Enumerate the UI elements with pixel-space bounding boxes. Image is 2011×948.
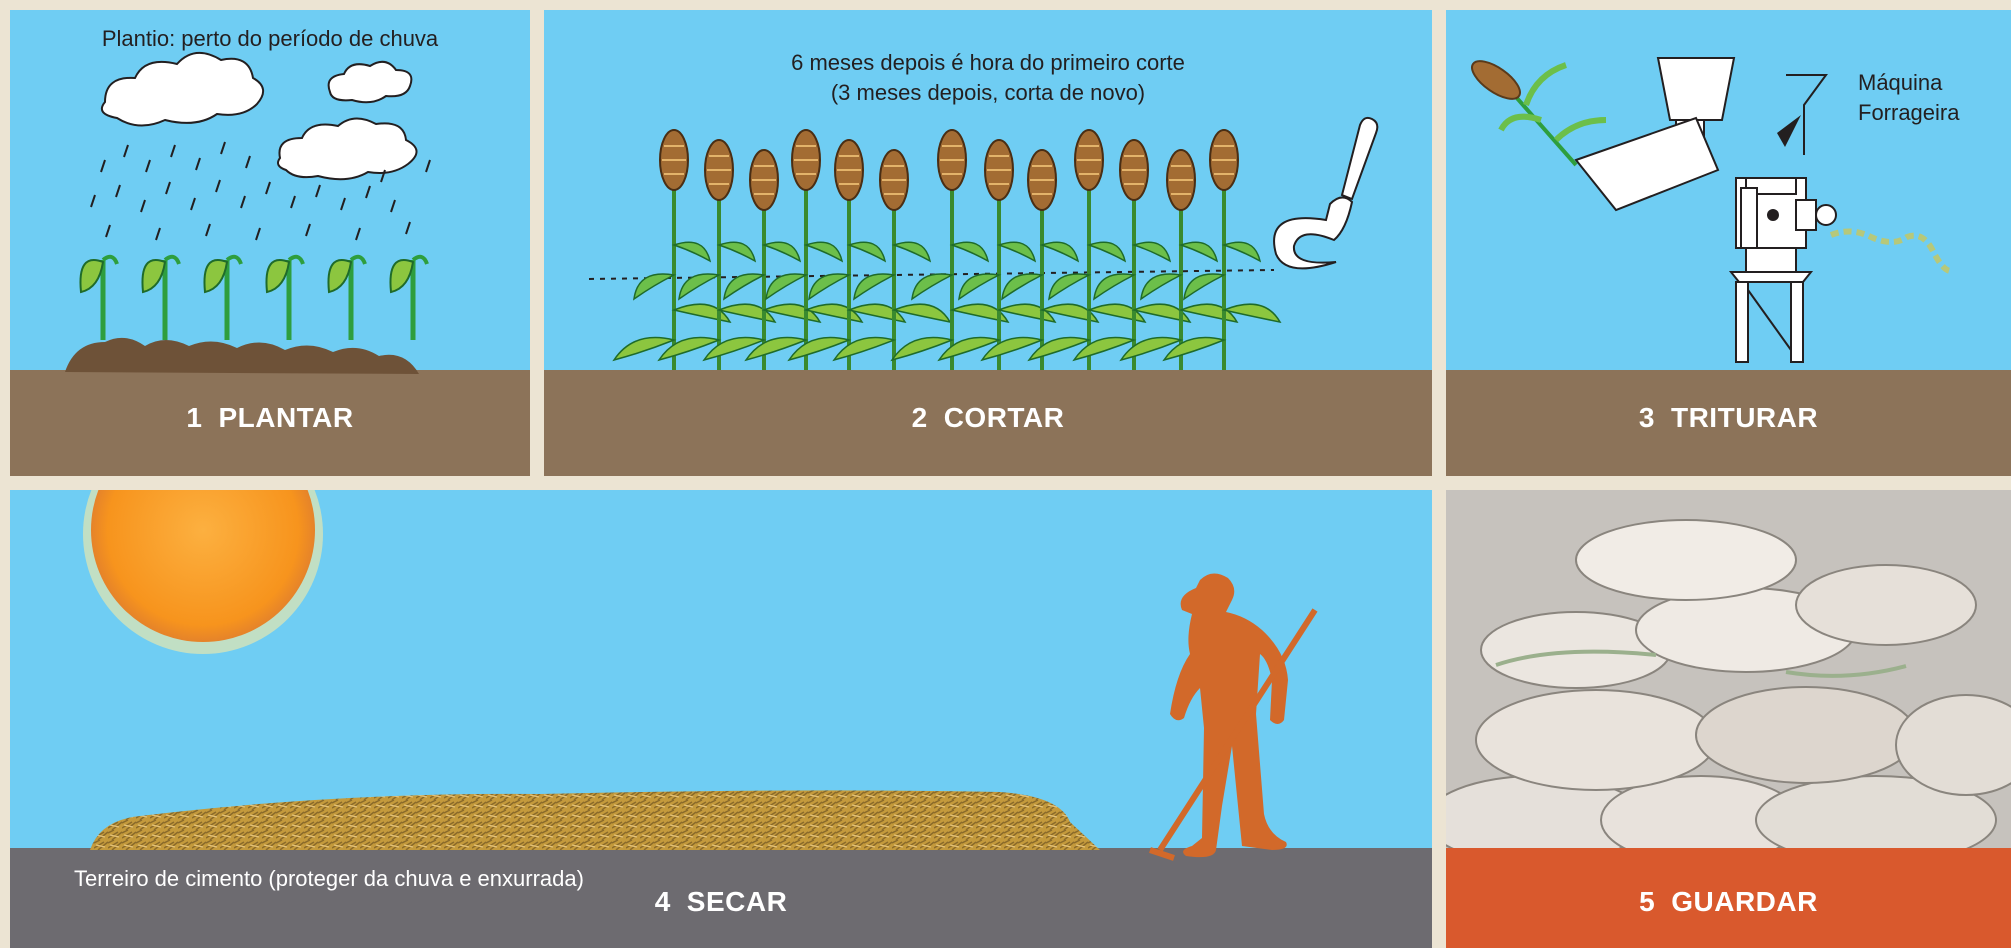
stage-guardar-label: 5 GUARDAR	[1446, 886, 2011, 918]
machine-label-line1: Máquina	[1858, 68, 2008, 98]
sickle-icon	[1274, 118, 1377, 269]
panel-cortar: 6 meses depois é hora do primeiro corte …	[544, 10, 1432, 476]
stage-title: CORTAR	[944, 402, 1065, 433]
stage-number: 1	[186, 402, 202, 433]
panel-plantar: Plantio: perto do período de chuva 1 PLAN…	[10, 10, 530, 476]
cortar-caption: 6 meses depois é hora do primeiro corte …	[544, 48, 1432, 108]
stage-number: 2	[912, 402, 928, 433]
stage-title: PLANTAR	[218, 402, 353, 433]
panel-triturar: Máquina Forrageira 3 TRITURAR	[1446, 10, 2011, 476]
stage-title: TRITURAR	[1671, 402, 1818, 433]
stage-title: SECAR	[687, 886, 788, 917]
machine-label: Máquina Forrageira	[1858, 68, 2008, 128]
stage-number: 4	[655, 886, 671, 917]
cortar-caption-line1: 6 meses depois é hora do primeiro corte	[544, 48, 1432, 78]
stage-secar-label: 4 SECAR	[10, 886, 1432, 918]
stage-plantar-label: 1 PLANTAR	[10, 402, 530, 434]
plantar-caption: Plantio: perto do período de chuva	[10, 24, 530, 54]
stage-triturar-label: 3 TRITURAR	[1446, 402, 2011, 434]
stage-cortar-label: 2 CORTAR	[544, 402, 1432, 434]
stage-number: 3	[1639, 402, 1655, 433]
stage-title: GUARDAR	[1671, 886, 1818, 917]
farmer-raking-icon	[1150, 573, 1315, 858]
cortar-caption-line2: (3 meses depois, corta de novo)	[544, 78, 1432, 108]
machine-label-line2: Forrageira	[1858, 98, 2008, 128]
panel-guardar: 5 GUARDAR	[1446, 490, 2011, 948]
hay-pile	[90, 790, 1100, 850]
stage-number: 5	[1639, 886, 1655, 917]
panel-secar: Terreiro de cimento (proteger da chuva e…	[10, 490, 1432, 948]
